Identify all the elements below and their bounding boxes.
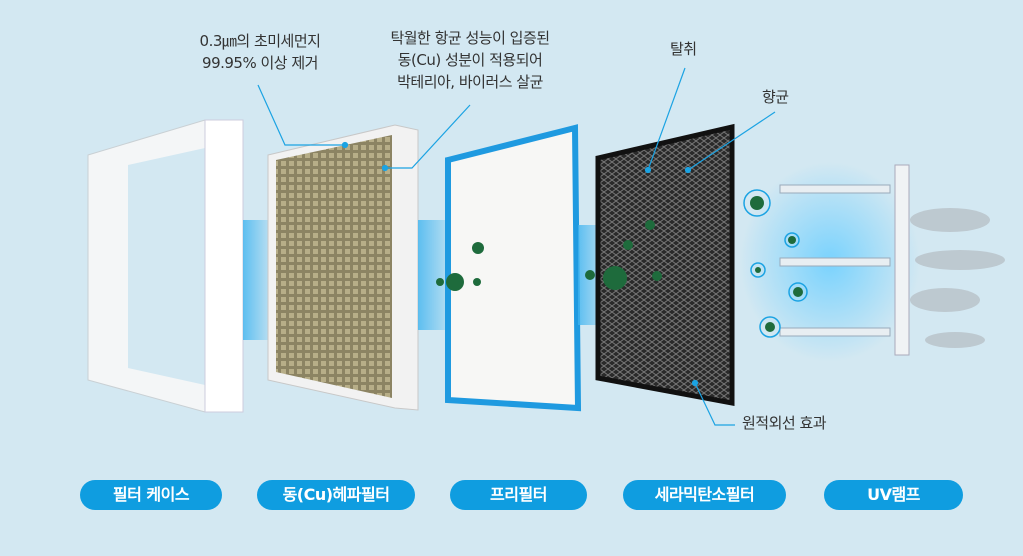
pre-filter [445, 124, 582, 412]
ceramic-carbon-filter [595, 123, 735, 407]
callout-line: 탁월한 항균 성능이 입증된 [390, 29, 550, 47]
copper-hepa-filter [267, 124, 419, 411]
stage-label-carbon-filter: 세라믹탄소필터 [623, 480, 786, 510]
stage-label-filter-case: 필터 케이스 [80, 480, 222, 510]
callout-line: 99.95% 이상 제거 [202, 54, 318, 72]
callout-copper: 탁월한 항균 성능이 입증된 동(Cu) 성분이 적용되어 박테리아, 바이러스… [365, 27, 575, 93]
callout-far-infrared: 원적외선 효과 [742, 414, 827, 432]
callout-line: 동(Cu) 성분이 적용되어 [397, 51, 543, 69]
leader-lines [257, 67, 776, 426]
filter-case [87, 119, 244, 413]
callout-line: 박테리아, 바이러스 살균 [397, 73, 543, 91]
stage-label-uv-lamp: UV램프 [824, 480, 963, 510]
germ-icons [436, 220, 662, 291]
callout-deodorize: 탈취 [670, 40, 697, 58]
stage-label-pre-filter: 프리필터 [450, 480, 587, 510]
callout-hepa-dust: 0.3㎛의 초미세먼지 99.95% 이상 제거 [170, 30, 350, 74]
callout-line: 0.3㎛의 초미세먼지 [199, 32, 321, 50]
uv-lamp [740, 162, 920, 362]
callout-antibacterial: 향균 [762, 88, 789, 106]
clean-air-wisps [910, 208, 1005, 348]
stage-label-copper-hepa: 동(Cu)헤파필터 [257, 480, 415, 510]
